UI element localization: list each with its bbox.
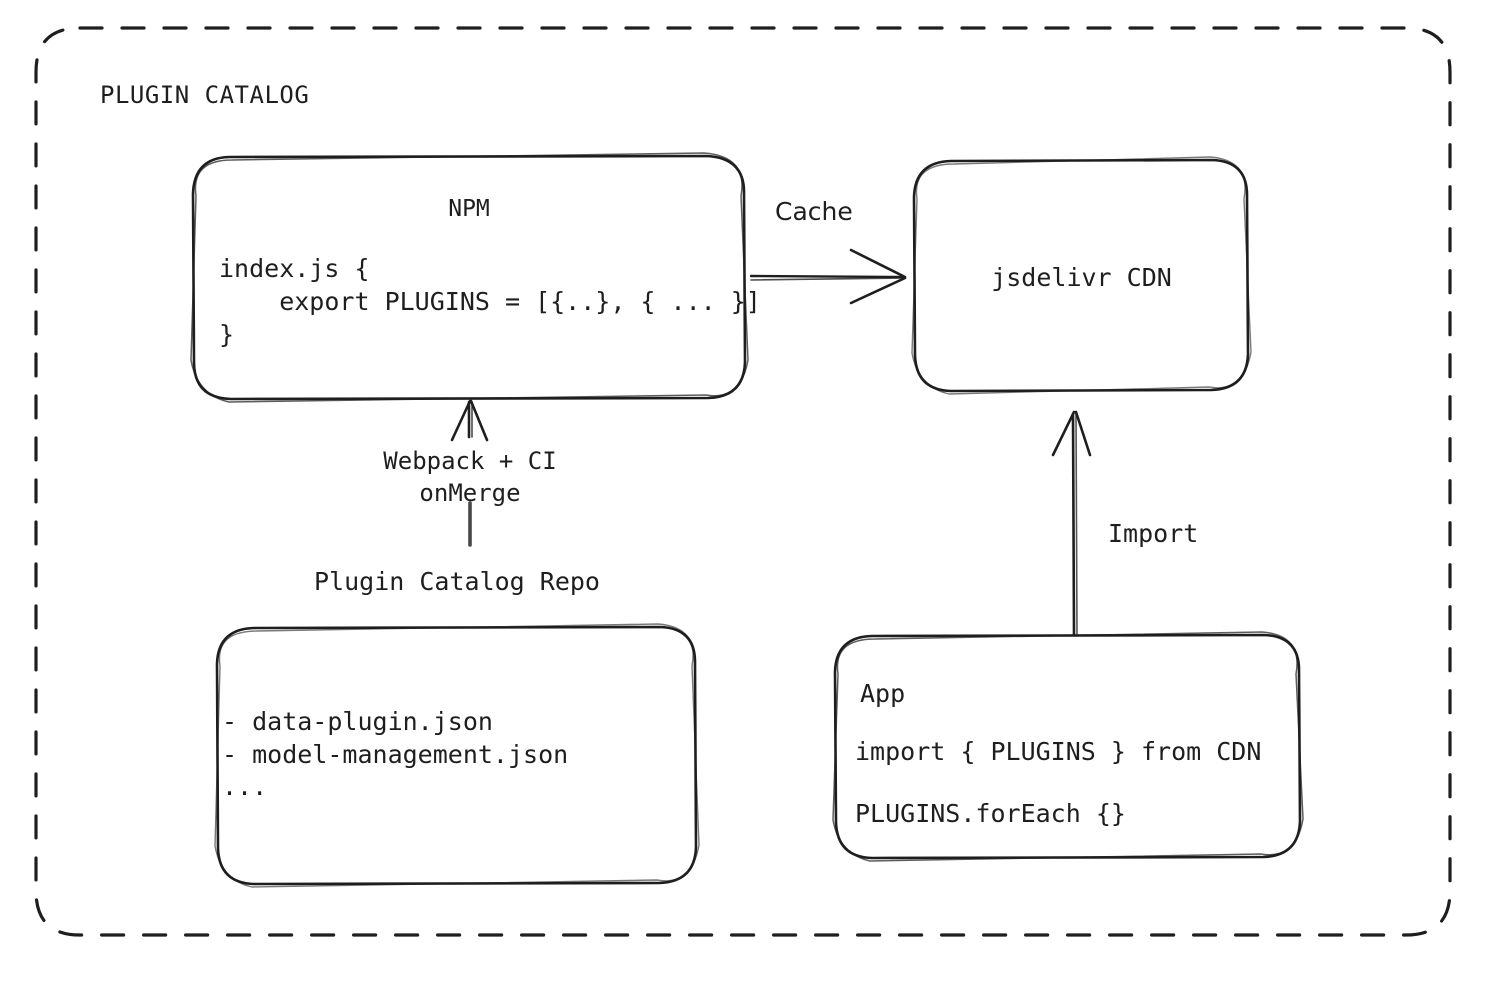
cdn-node-title: jsdelivr CDN: [991, 263, 1172, 292]
page-title: PLUGIN CATALOG: [100, 81, 310, 109]
repo-node-caption: Plugin Catalog Repo: [314, 567, 600, 596]
repo-node-file-list: - data-plugin.json - model-management.js…: [222, 707, 569, 801]
npm-node-code: index.js { export PLUGINS = [{..}, { ...…: [219, 254, 761, 349]
edge-label-cache: Cache: [775, 197, 853, 226]
app-node-title: App: [860, 679, 906, 708]
app-node-import-line: import { PLUGINS } from CDN: [855, 737, 1262, 766]
edge-app-to-cdn: [1051, 410, 1092, 636]
npm-node-title: NPM: [448, 196, 490, 222]
edge-npm-to-cdn: [749, 248, 907, 305]
edge-label-import: Import: [1108, 519, 1199, 548]
edge-label-webpack-ci-onmerge: Webpack + CI onMerge: [383, 447, 557, 507]
app-node-foreach-line: PLUGINS.forEach {}: [855, 799, 1126, 828]
